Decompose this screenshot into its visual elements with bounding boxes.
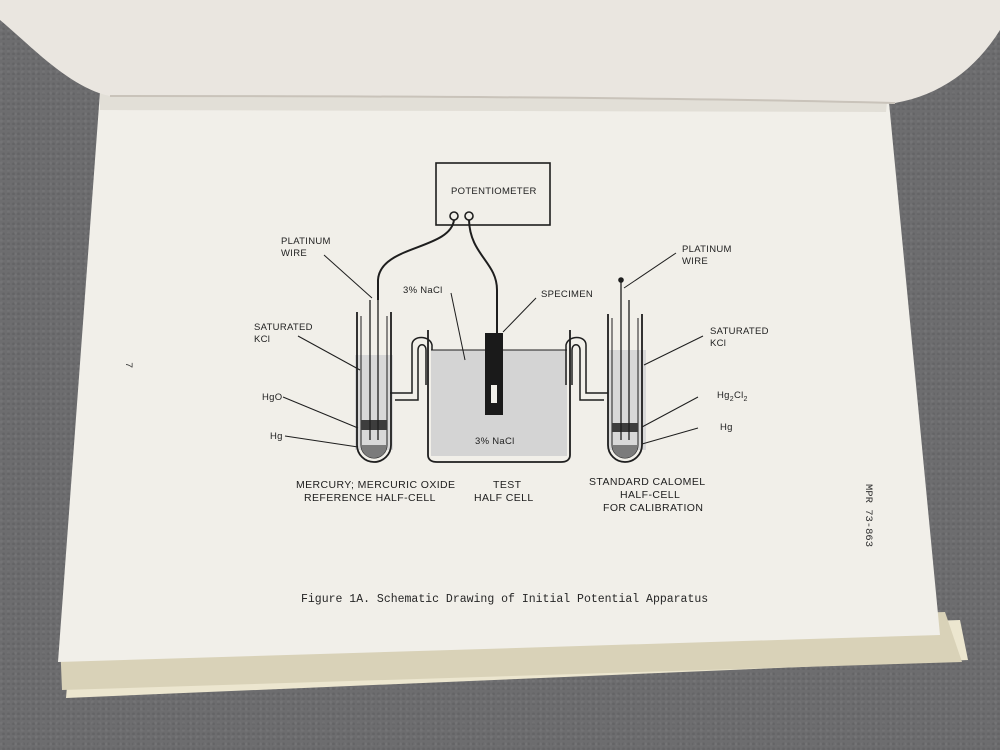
hg2cl2-sub1: 2 — [730, 396, 734, 403]
right-cell-caption-2: HALF-CELL — [620, 489, 680, 501]
hg2cl2-base: Hg — [717, 390, 730, 401]
nacl-bottom-label: 3% NaCl — [475, 436, 515, 447]
page-number: 7 — [122, 362, 134, 368]
specimen-bar — [485, 333, 503, 415]
left-cell-caption-2: REFERENCE HALF-CELL — [304, 492, 436, 504]
right-salt-bridge — [565, 336, 610, 401]
apparatus-diagram — [282, 162, 704, 463]
left-salt-bridge — [390, 336, 433, 401]
left-saturated-kcl-label-1: SATURATED — [254, 322, 313, 333]
figure-caption: Figure 1A. Schematic Drawing of Initial … — [301, 593, 708, 606]
terminal-left — [449, 211, 459, 221]
left-platinum-wire-label-1: PLATINUM — [281, 236, 331, 247]
right-hg-label: Hg — [720, 422, 733, 433]
right-saturated-kcl-label-1: SATURATED — [710, 326, 769, 337]
report-number: MPR 73-863 — [862, 484, 874, 547]
terminal-right — [464, 211, 474, 221]
hgo-label: HgO — [262, 392, 282, 403]
hg2cl2-sub2: 2 — [744, 396, 748, 403]
hg2cl2-mid: Cl — [734, 390, 744, 401]
right-cell-caption-1: STANDARD CALOMEL — [589, 476, 705, 488]
left-platinum-wire-label-2: WIRE — [281, 248, 307, 259]
right-cell-caption-3: FOR CALIBRATION — [603, 502, 703, 514]
left-hg-label: Hg — [270, 431, 283, 442]
right-platinum-wire-label-2: WIRE — [682, 256, 708, 267]
center-cell-caption-2: HALF CELL — [474, 492, 534, 504]
curled-page-edge — [109, 95, 896, 104]
left-saturated-kcl-label-2: KCl — [254, 334, 270, 345]
reference-half-cell — [355, 300, 393, 463]
leader-lines — [282, 252, 704, 448]
hg2cl2-label: Hg2Cl2 — [717, 390, 748, 403]
curled-upper-page — [0, 0, 1000, 103]
right-saturated-kcl-label-2: KCl — [710, 338, 726, 349]
left-cell-caption-1: MERCURY; MERCURIC OXIDE — [296, 479, 455, 491]
right-platinum-wire-label-1: PLATINUM — [682, 244, 732, 255]
calomel-half-cell — [607, 277, 646, 463]
test-beaker — [427, 330, 571, 463]
potentiometer-label: POTENTIOMETER — [451, 186, 537, 197]
wire-to-reference-cell — [377, 219, 455, 300]
specimen-label: SPECIMEN — [541, 289, 593, 300]
center-cell-caption-1: TEST — [493, 479, 522, 491]
nacl-top-label: 3% NaCl — [403, 285, 443, 296]
wire-to-specimen — [468, 219, 498, 335]
